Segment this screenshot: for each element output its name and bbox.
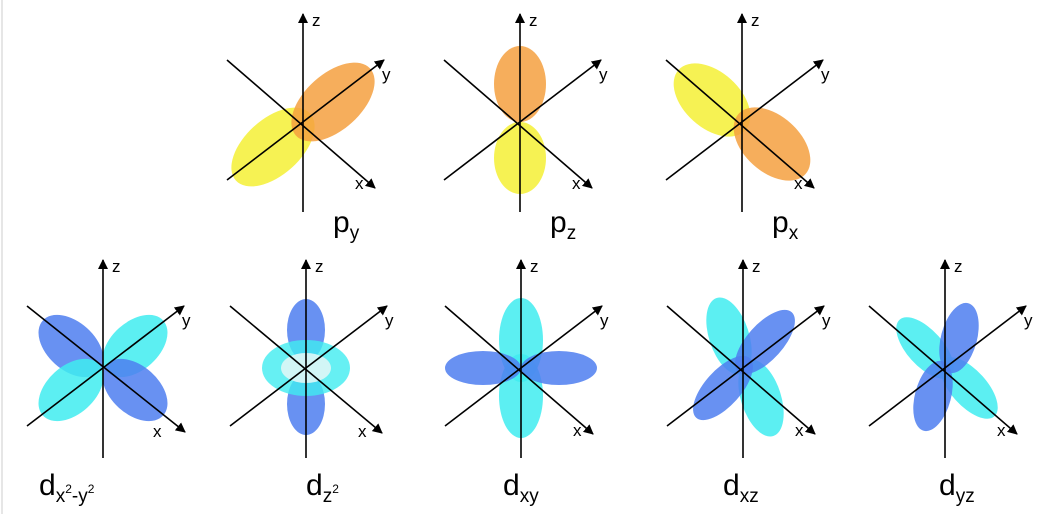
lobe-blue bbox=[445, 351, 521, 385]
x-axis bbox=[666, 305, 816, 435]
y-axis-label: y bbox=[599, 65, 608, 84]
y-axis bbox=[444, 305, 603, 427]
lobe-blue bbox=[735, 309, 795, 375]
lobe-positive bbox=[733, 107, 811, 181]
orbital-label: pz bbox=[550, 206, 576, 244]
y-axis bbox=[665, 59, 824, 181]
y-axis-label: y bbox=[821, 65, 830, 84]
x-axis-label: x bbox=[795, 421, 804, 440]
lobe-blue bbox=[913, 360, 953, 432]
orbital-dxy: z y x dxy bbox=[444, 257, 609, 507]
y-axis bbox=[868, 305, 1027, 427]
y-axis-label: y bbox=[822, 311, 831, 330]
orbital-label: dyz bbox=[939, 469, 975, 507]
y-axis bbox=[443, 59, 602, 181]
x-axis-label: x bbox=[572, 174, 581, 193]
x-axis-label: x bbox=[794, 174, 803, 193]
z-axis-label: z bbox=[530, 257, 539, 276]
y-axis-label: y bbox=[182, 311, 191, 330]
orbital-label: dz2 bbox=[306, 469, 339, 507]
x-axis bbox=[868, 305, 1018, 435]
y-axis-label: y bbox=[385, 311, 394, 330]
x-axis bbox=[665, 59, 815, 189]
z-axis-label: z bbox=[529, 11, 538, 30]
x-axis-label: x bbox=[997, 421, 1006, 440]
y-axis bbox=[226, 59, 385, 181]
orbital-label: px bbox=[772, 206, 799, 244]
z-axis-label: z bbox=[312, 11, 321, 30]
z-axis-label: z bbox=[315, 257, 324, 276]
z-axis-label: z bbox=[752, 257, 761, 276]
orbital-dz2: z y x dz2 bbox=[229, 257, 394, 507]
x-axis bbox=[226, 59, 376, 189]
orbital-py: z y x py bbox=[226, 11, 391, 244]
orbital-label: dxz bbox=[723, 469, 759, 507]
x-axis-label: x bbox=[355, 174, 364, 193]
orbital-dx2y2: z y x dx2-y2 bbox=[26, 257, 191, 507]
y-axis bbox=[26, 305, 185, 427]
z-axis-label: z bbox=[112, 257, 121, 276]
lobe-blue bbox=[939, 302, 979, 374]
y-axis-label: y bbox=[382, 65, 391, 84]
orbital-label: dxy bbox=[503, 469, 539, 507]
x-axis-label: x bbox=[573, 421, 582, 440]
orbital-dxz: z y x dxz bbox=[666, 257, 831, 507]
y-axis bbox=[666, 305, 825, 427]
y-axis-label: y bbox=[600, 311, 609, 330]
orbital-label: py bbox=[333, 206, 360, 244]
x-axis bbox=[443, 59, 593, 189]
x-axis bbox=[444, 305, 594, 435]
x-axis bbox=[229, 305, 383, 434]
y-axis bbox=[229, 305, 388, 427]
x-axis-label: x bbox=[153, 422, 162, 441]
x-axis bbox=[26, 305, 186, 433]
orbital-pz: z y x pz bbox=[443, 11, 608, 244]
orbital-px: z y x px bbox=[665, 11, 830, 244]
lobe-blue bbox=[521, 351, 597, 385]
x-axis-label: x bbox=[358, 422, 367, 441]
orbital-dyz: z y x dyz bbox=[868, 257, 1033, 507]
y-axis-label: y bbox=[1024, 311, 1033, 330]
z-axis-label: z bbox=[954, 257, 963, 276]
z-axis-label: z bbox=[751, 11, 760, 30]
orbital-label: dx2-y2 bbox=[39, 469, 95, 507]
